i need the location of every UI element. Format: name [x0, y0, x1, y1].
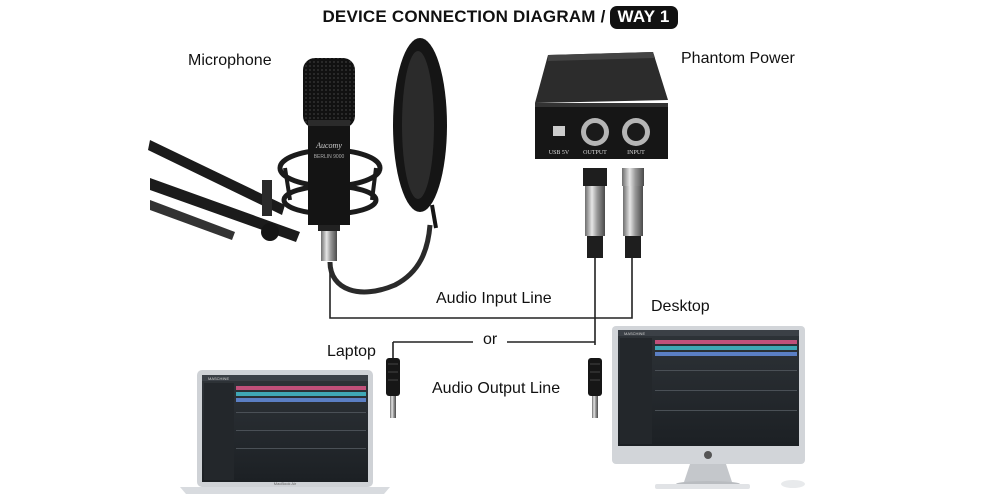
- audio-jack-desktop: [588, 358, 602, 418]
- phantom-port-usb: USB 5V: [549, 150, 570, 156]
- audio-jack-laptop: [386, 358, 400, 418]
- phantom-port-output: OUTPUT: [583, 150, 607, 156]
- apple-logo-icon: [704, 451, 712, 459]
- label-phantom-power: Phantom Power: [681, 50, 795, 67]
- xlr-connector-output: [583, 168, 607, 258]
- diagram-title: DEVICE CONNECTION DIAGRAM /WAY 1: [0, 6, 1000, 29]
- desktop-device: MASCHINE: [612, 326, 805, 489]
- pop-filter: [393, 38, 447, 229]
- microphone-cable: [327, 224, 433, 295]
- desktop-software-name: MASCHINE: [624, 331, 645, 336]
- phantom-power-device: USB 5V OUTPUT INPUT: [535, 52, 668, 159]
- microphone-device: Aucomy BERLIN 9000: [277, 58, 433, 295]
- laptop-device: MASCHINE MacBook Air: [180, 370, 390, 494]
- boom-arm: [148, 140, 300, 242]
- label-microphone: Microphone: [188, 52, 272, 69]
- laptop-brand: MacBook Air: [274, 481, 297, 486]
- connection-lines: [329, 258, 633, 358]
- audio-input-line: [329, 258, 633, 319]
- label-audio-input-line: Audio Input Line: [436, 290, 552, 307]
- label-audio-output-line: Audio Output Line: [432, 380, 561, 397]
- label-or: or: [483, 331, 498, 348]
- diagram-title-text: DEVICE CONNECTION DIAGRAM /: [322, 7, 606, 26]
- phantom-port-input: INPUT: [627, 150, 645, 156]
- label-desktop: Desktop: [651, 298, 710, 315]
- microphone-model: BERLIN 9000: [314, 154, 345, 160]
- microphone-brand: Aucomy: [315, 141, 342, 150]
- xlr-connector-input: [622, 168, 644, 258]
- mouse-icon: [781, 480, 805, 488]
- way-badge: WAY 1: [609, 6, 678, 29]
- label-laptop: Laptop: [327, 343, 376, 360]
- laptop-software-name: MASCHINE: [208, 376, 229, 381]
